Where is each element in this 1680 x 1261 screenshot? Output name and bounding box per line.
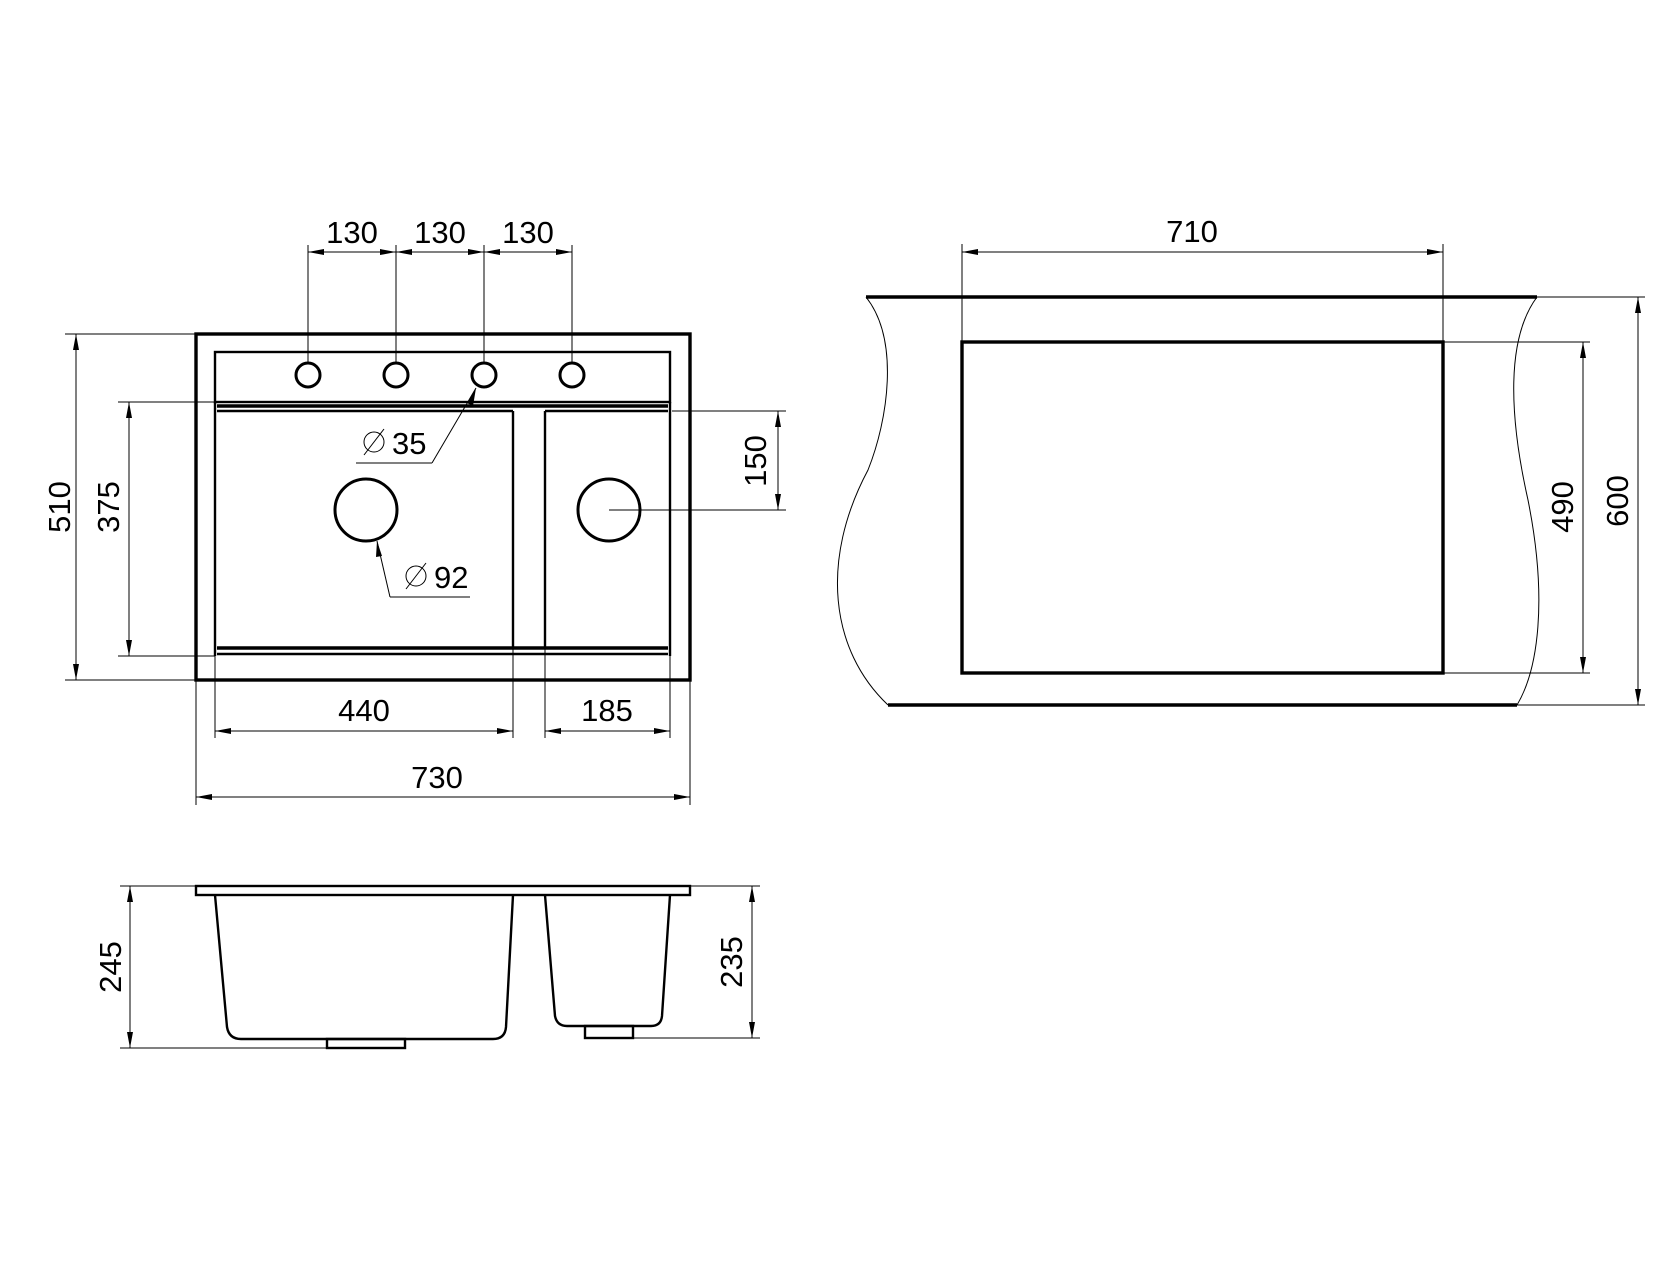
tap-deck — [213, 350, 672, 404]
tap-hole-diameter-label: 35 — [392, 426, 426, 461]
cutout-rectangle — [960, 340, 1445, 675]
diameter-symbol-icon — [363, 431, 385, 453]
break-line-right — [1513, 296, 1540, 706]
cutout-view — [837, 295, 1540, 707]
bowl-depth-dimension: 375 — [91, 401, 215, 657]
tap-spacing-label-3: 130 — [502, 215, 554, 250]
sink-outer-rim — [194, 332, 692, 682]
cabinet-depth-label: 600 — [1600, 475, 1635, 527]
tap-spacing-label-2: 130 — [414, 215, 466, 250]
bowl-depth-label: 375 — [91, 481, 126, 533]
drain-offset-dimension: 150 — [609, 410, 786, 511]
cutout-depth-dimension: 490 — [1443, 341, 1590, 674]
overall-width-label: 730 — [411, 760, 463, 795]
overall-depth-dimension: 510 — [42, 333, 196, 681]
overall-depth-label: 510 — [42, 481, 77, 533]
tap-spacing-dimension: 130 130 130 — [307, 215, 573, 363]
cutout-depth-label: 490 — [1545, 481, 1580, 533]
drain-diameter-callout: 92 — [376, 540, 470, 598]
cutout-width-label: 710 — [1166, 214, 1218, 249]
tap-hole-4 — [558, 361, 586, 389]
bowl-width-dimensions: 440 185 — [214, 648, 671, 738]
cabinet-depth-dimension: 600 — [1517, 296, 1645, 706]
overall-width-dimension: 730 — [195, 680, 691, 805]
drain-offset-label: 150 — [738, 435, 773, 487]
small-drain-outlet — [583, 1024, 635, 1040]
main-drain-hole — [333, 477, 399, 543]
main-drain-outlet — [325, 1037, 407, 1050]
main-bowl-width-label: 440 — [338, 693, 390, 728]
main-bowl-height-dimension: 245 — [93, 885, 327, 1049]
tap-hole-2 — [382, 361, 410, 389]
tap-hole-3 — [470, 361, 498, 389]
cutout-width-dimension: 710 — [961, 214, 1444, 342]
break-line-left — [837, 296, 889, 706]
sink-top-view — [194, 332, 692, 682]
main-bowl-height-label: 245 — [93, 941, 128, 993]
sink-side-view — [194, 884, 692, 1050]
sink-flange — [194, 884, 692, 897]
tap-hole-diameter-callout: 35 — [356, 387, 477, 464]
diameter-symbol-icon — [405, 565, 427, 587]
small-bowl-height-label: 235 — [714, 936, 749, 988]
drain-diameter-label: 92 — [434, 560, 468, 595]
tap-spacing-label-1: 130 — [326, 215, 378, 250]
tap-hole-1 — [294, 361, 322, 389]
small-bowl-profile — [543, 894, 672, 1028]
small-bowl-height-dimension: 235 — [633, 885, 760, 1039]
main-bowl-profile — [213, 894, 515, 1041]
small-bowl-width-label: 185 — [581, 693, 633, 728]
